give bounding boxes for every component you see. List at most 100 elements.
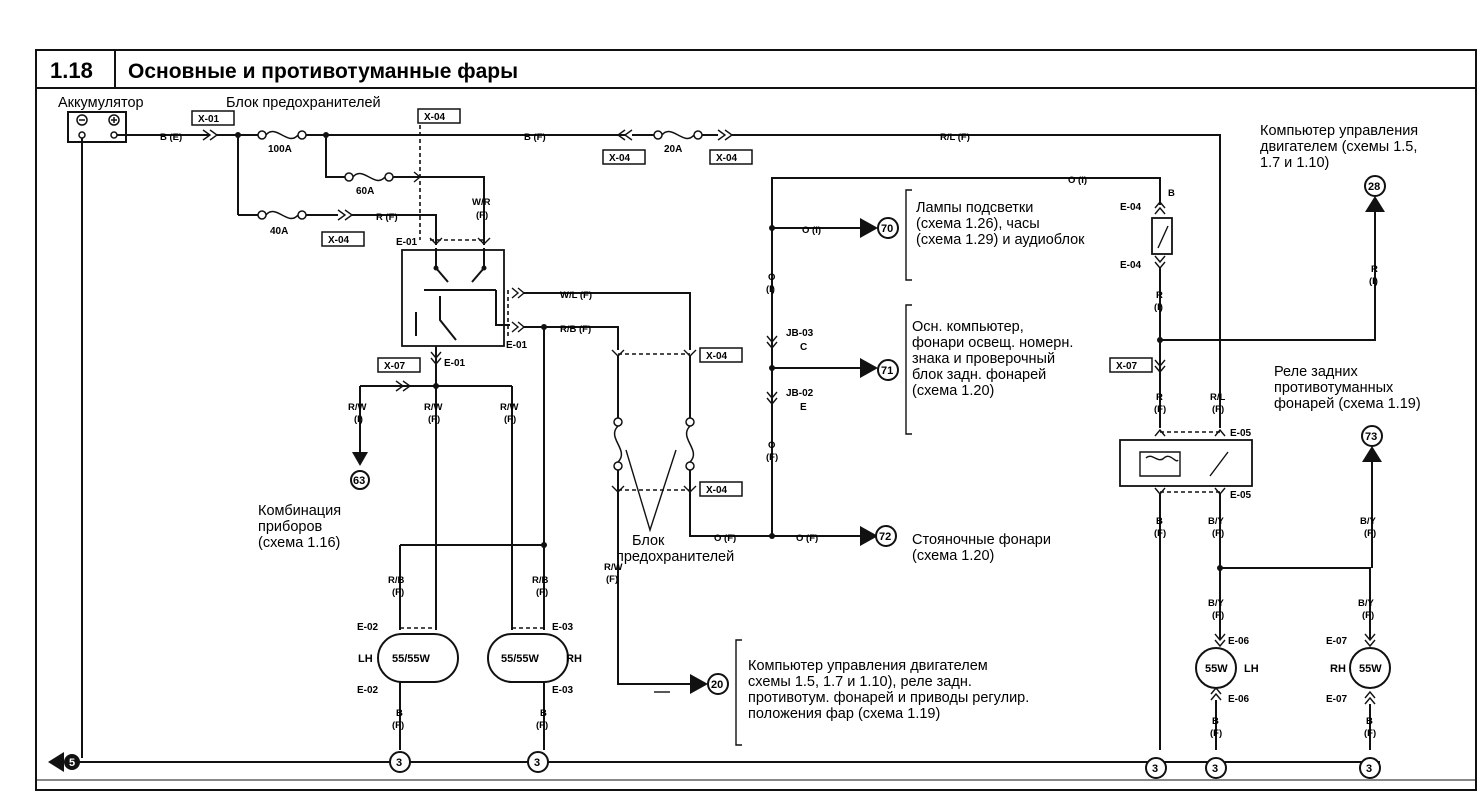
connector-x04-f: X-04	[699, 481, 743, 497]
svg-text:B: B	[1366, 716, 1373, 727]
svg-text:R/B (F): R/B (F)	[560, 324, 591, 335]
svg-text:B (F): B (F)	[524, 132, 546, 143]
svg-text:(F): (F)	[1210, 728, 1222, 739]
ecu-top-label: Компьютер управления	[1260, 123, 1418, 139]
rear-fog-relay	[1119, 439, 1253, 487]
fuse-60a: 60A	[344, 172, 394, 197]
svg-text:55/55W: 55/55W	[392, 653, 431, 665]
illumination-label: Лампы подсветки	[916, 200, 1033, 216]
svg-text:(F): (F)	[536, 720, 548, 731]
svg-text:(F): (F)	[606, 574, 618, 585]
svg-text:(F): (F)	[1364, 728, 1376, 739]
main-ecu-label: Осн. компьютер,	[912, 319, 1024, 335]
svg-text:R (F): R (F)	[376, 212, 398, 223]
ecu-bottom-label: Компьютер управления двигателем	[748, 658, 988, 674]
ref-63: 63	[350, 470, 370, 490]
ref-20: 20	[707, 673, 729, 695]
ref-73: 73	[1361, 425, 1383, 447]
fuse-block-label-top: Блок предохранителей	[226, 95, 381, 111]
svg-text:R: R	[1371, 264, 1378, 275]
svg-text:40A: 40A	[270, 226, 288, 237]
svg-text:положения фар (схема 1.19): положения фар (схема 1.19)	[748, 706, 940, 722]
svg-text:20A: 20A	[664, 144, 682, 155]
svg-text:B: B	[1212, 716, 1219, 727]
svg-text:противотум. фонарей и приводы: противотум. фонарей и приводы регулир.	[748, 690, 1029, 706]
svg-text:(F): (F)	[766, 452, 778, 463]
svg-text:(F): (F)	[1364, 528, 1376, 539]
ground-ref-2: 3	[527, 751, 549, 773]
svg-text:RH: RH	[1330, 663, 1346, 675]
svg-text:W/R: W/R	[472, 197, 491, 208]
svg-text:E-03: E-03	[552, 685, 574, 696]
svg-text:63: 63	[353, 475, 365, 487]
fuse-40a: 40A	[257, 210, 307, 237]
svg-text:(F): (F)	[1212, 610, 1224, 621]
svg-text:E-07: E-07	[1326, 636, 1348, 647]
svg-text:(I): (I)	[354, 414, 363, 425]
svg-text:X-04: X-04	[706, 485, 728, 496]
svg-text:E-04: E-04	[1120, 260, 1142, 271]
svg-text:R/B: R/B	[532, 575, 549, 586]
svg-text:E-04: E-04	[1120, 202, 1142, 213]
connector-x07-a: X-07	[377, 357, 421, 373]
svg-text:E-02: E-02	[357, 622, 379, 633]
svg-text:R: R	[1156, 290, 1163, 301]
svg-text:B: B	[540, 708, 547, 719]
relay-e04	[1151, 217, 1173, 255]
connector-x04-a: X-04	[417, 108, 461, 124]
ref-28: 28	[1364, 175, 1386, 197]
svg-text:72: 72	[879, 531, 891, 543]
svg-text:схемы 1.5, 1.7 и 1.10), реле з: схемы 1.5, 1.7 и 1.10), реле задн.	[748, 674, 972, 690]
svg-text:60A: 60A	[356, 186, 374, 197]
svg-text:RH: RH	[566, 653, 582, 665]
svg-text:100A: 100A	[268, 144, 292, 155]
svg-text:R/L (F): R/L (F)	[940, 132, 970, 143]
right-headlamp: 55/55W	[487, 633, 569, 683]
ground-ref-4: 3	[1205, 757, 1227, 779]
svg-text:X-04: X-04	[424, 112, 446, 123]
svg-text:O: O	[768, 272, 775, 283]
svg-text:R/W: R/W	[348, 402, 367, 413]
svg-text:знака и проверочный: знака и проверочный	[912, 351, 1055, 367]
svg-text:(I): (I)	[1369, 276, 1378, 287]
svg-text:3: 3	[534, 757, 540, 769]
svg-text:28: 28	[1368, 181, 1380, 193]
svg-text:LH: LH	[1244, 663, 1259, 675]
svg-text:E-06: E-06	[1228, 694, 1250, 705]
svg-text:B/Y: B/Y	[1358, 598, 1375, 609]
svg-text:(F): (F)	[536, 587, 548, 598]
svg-text:B/Y: B/Y	[1208, 516, 1225, 527]
fuse-100a: 100A	[257, 130, 307, 155]
svg-text:O (F): O (F)	[714, 533, 736, 544]
svg-text:X-07: X-07	[384, 361, 406, 372]
svg-text:блок задн. фонарей: блок задн. фонарей	[912, 367, 1046, 383]
svg-text:B/Y: B/Y	[1208, 598, 1225, 609]
left-fog-lamp: 55W	[1195, 647, 1237, 689]
svg-text:(I): (I)	[1154, 302, 1163, 313]
svg-text:B/Y: B/Y	[1360, 516, 1377, 527]
svg-text:R/B: R/B	[388, 575, 405, 586]
ground-ref-5: 3	[1359, 757, 1381, 779]
svg-text:E: E	[800, 402, 807, 413]
svg-text:(F): (F)	[428, 414, 440, 425]
svg-text:(схема 1.20): (схема 1.20)	[912, 548, 994, 564]
connector-x04-d: X-04	[321, 231, 365, 247]
svg-text:E-05: E-05	[1230, 490, 1252, 501]
diagram-frame	[35, 49, 1477, 791]
svg-text:O (F): O (F)	[796, 533, 818, 544]
svg-text:E-03: E-03	[552, 622, 574, 633]
svg-text:55W: 55W	[1359, 663, 1382, 675]
header-number: 1.18	[50, 58, 93, 83]
svg-text:73: 73	[1365, 431, 1377, 443]
headlight-relay-box: E-01	[396, 237, 510, 347]
svg-text:(I): (I)	[766, 284, 775, 295]
svg-text:W/L (F): W/L (F)	[560, 290, 592, 301]
svg-text:R/W: R/W	[500, 402, 519, 413]
svg-text:20: 20	[711, 679, 723, 691]
svg-text:O: O	[768, 440, 775, 451]
cluster-label: Комбинация	[258, 503, 341, 519]
svg-text:(схема 1.26), часы: (схема 1.26), часы	[916, 216, 1040, 232]
svg-text:(F): (F)	[392, 587, 404, 598]
right-fog-lamp: 55W	[1349, 647, 1391, 689]
